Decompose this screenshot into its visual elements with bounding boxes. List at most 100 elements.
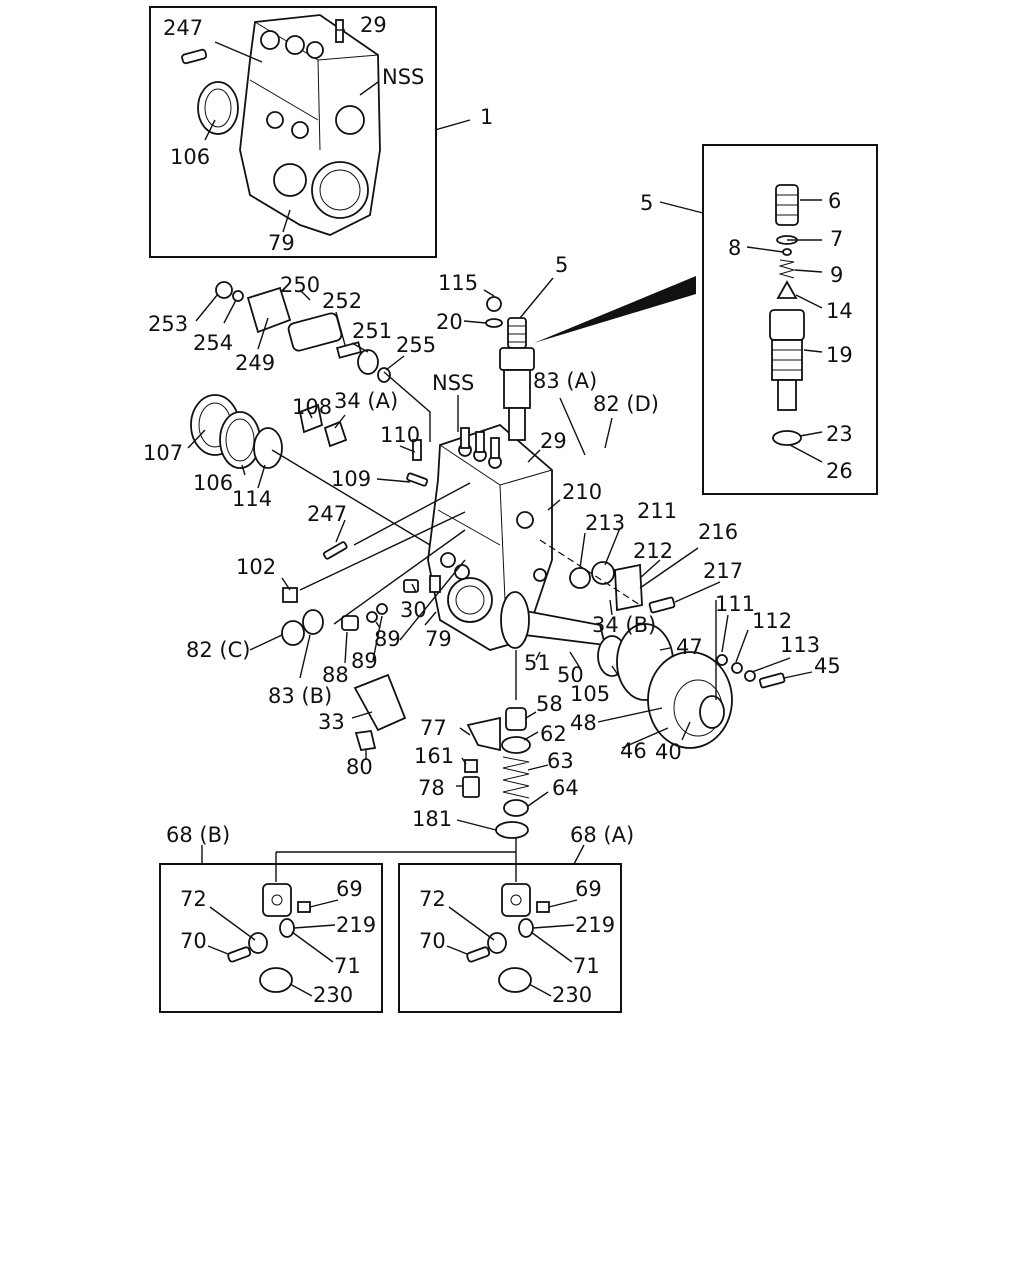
label-247-top: 247 [163,16,203,40]
label-181: 181 [412,807,452,831]
label-102: 102 [236,555,276,579]
label-72-right: 72 [419,887,446,911]
label-79-top: 79 [268,231,295,255]
delivery-valve-holder [485,296,535,441]
label-79-main: 79 [425,627,452,651]
label-78: 78 [418,776,445,800]
label-nss-main: NSS [432,371,474,395]
label-64: 64 [552,776,579,800]
label-69-left: 69 [336,877,363,901]
label-9: 9 [830,263,843,287]
label-72-left: 72 [180,887,207,911]
label-216: 216 [698,520,738,544]
label-106-main: 106 [193,471,233,495]
label-83a: 83 (A) [533,369,597,393]
main-leader-lines [187,277,813,865]
label-29-main: 29 [540,429,567,453]
label-80: 80 [346,755,373,779]
label-63: 63 [547,749,574,773]
inset-frame-68a [398,863,622,1013]
label-252: 252 [322,289,362,313]
label-70-left: 70 [180,929,207,953]
label-5-inset: 5 [640,191,653,215]
label-161: 161 [414,744,454,768]
assembly-guide-lines [271,371,717,882]
label-89-lower: 89 [351,649,378,673]
label-109: 109 [331,467,371,491]
label-34b: 34 (B) [592,613,656,637]
label-30: 30 [400,598,427,622]
label-14: 14 [826,299,853,323]
label-68a: 68 (A) [570,823,634,847]
label-82d: 82 (D) [593,392,659,416]
camshaft-and-cover [500,561,786,749]
label-7: 7 [830,227,843,251]
label-89-upper: 89 [374,627,401,651]
label-213: 213 [585,511,625,535]
inset-68a-leaders [446,899,578,997]
governor-parts-left [190,281,429,487]
label-210: 210 [562,480,602,504]
label-217: 217 [703,559,743,583]
label-50: 50 [557,663,584,687]
inset-frame-housing [149,6,437,258]
label-26: 26 [826,459,853,483]
label-29-top: 29 [360,13,387,37]
label-46: 46 [620,739,647,763]
label-82c: 82 (C) [186,638,250,662]
label-249: 249 [235,351,275,375]
label-58: 58 [536,692,563,716]
label-88: 88 [322,663,349,687]
label-247-main: 247 [307,502,347,526]
tappet-stack [462,707,531,839]
label-112: 112 [752,609,792,633]
label-230-right: 230 [552,983,592,1007]
label-34a: 34 (A) [334,389,398,413]
label-68b: 68 (B) [166,823,230,847]
label-251: 251 [352,319,392,343]
label-254: 254 [193,331,233,355]
roller-tappet-68a-drawing [466,883,550,993]
label-113: 113 [780,633,820,657]
label-33: 33 [318,710,345,734]
label-71-right: 71 [573,954,600,978]
inset-frame-delivery-valve [702,144,878,495]
label-nss-top: NSS [382,65,424,89]
label-212: 212 [633,539,673,563]
label-255: 255 [396,333,436,357]
label-211: 211 [637,499,677,523]
label-77: 77 [420,716,447,740]
label-253: 253 [148,312,188,336]
label-230-left: 230 [313,983,353,1007]
housing-inset-drawing [181,14,381,236]
delivery-valve-inset-leaders [659,199,823,463]
label-8: 8 [728,236,741,260]
label-71-left: 71 [334,954,361,978]
housing-inset-leaders [204,29,471,233]
label-62: 62 [540,722,567,746]
label-70-right: 70 [419,929,446,953]
inset-pointer-wedge [534,276,696,343]
label-47: 47 [676,635,703,659]
label-45: 45 [814,654,841,678]
roller-tappet-68b-drawing [227,883,311,993]
label-19: 19 [826,343,853,367]
label-23: 23 [826,422,853,446]
label-115: 115 [438,271,478,295]
label-107: 107 [143,441,183,465]
label-20: 20 [436,310,463,334]
label-106-top: 106 [170,145,210,169]
label-51: 51 [524,651,551,675]
delivery-valve-inset-drawing [769,184,805,446]
inset-frame-68b [159,863,383,1013]
label-111: 111 [715,592,755,616]
label-6: 6 [828,189,841,213]
label-5-main: 5 [555,253,568,277]
label-114: 114 [232,487,272,511]
label-1: 1 [480,105,493,129]
label-40: 40 [655,740,682,764]
label-69-right: 69 [575,877,602,901]
label-250: 250 [280,273,320,297]
label-110: 110 [380,423,420,447]
